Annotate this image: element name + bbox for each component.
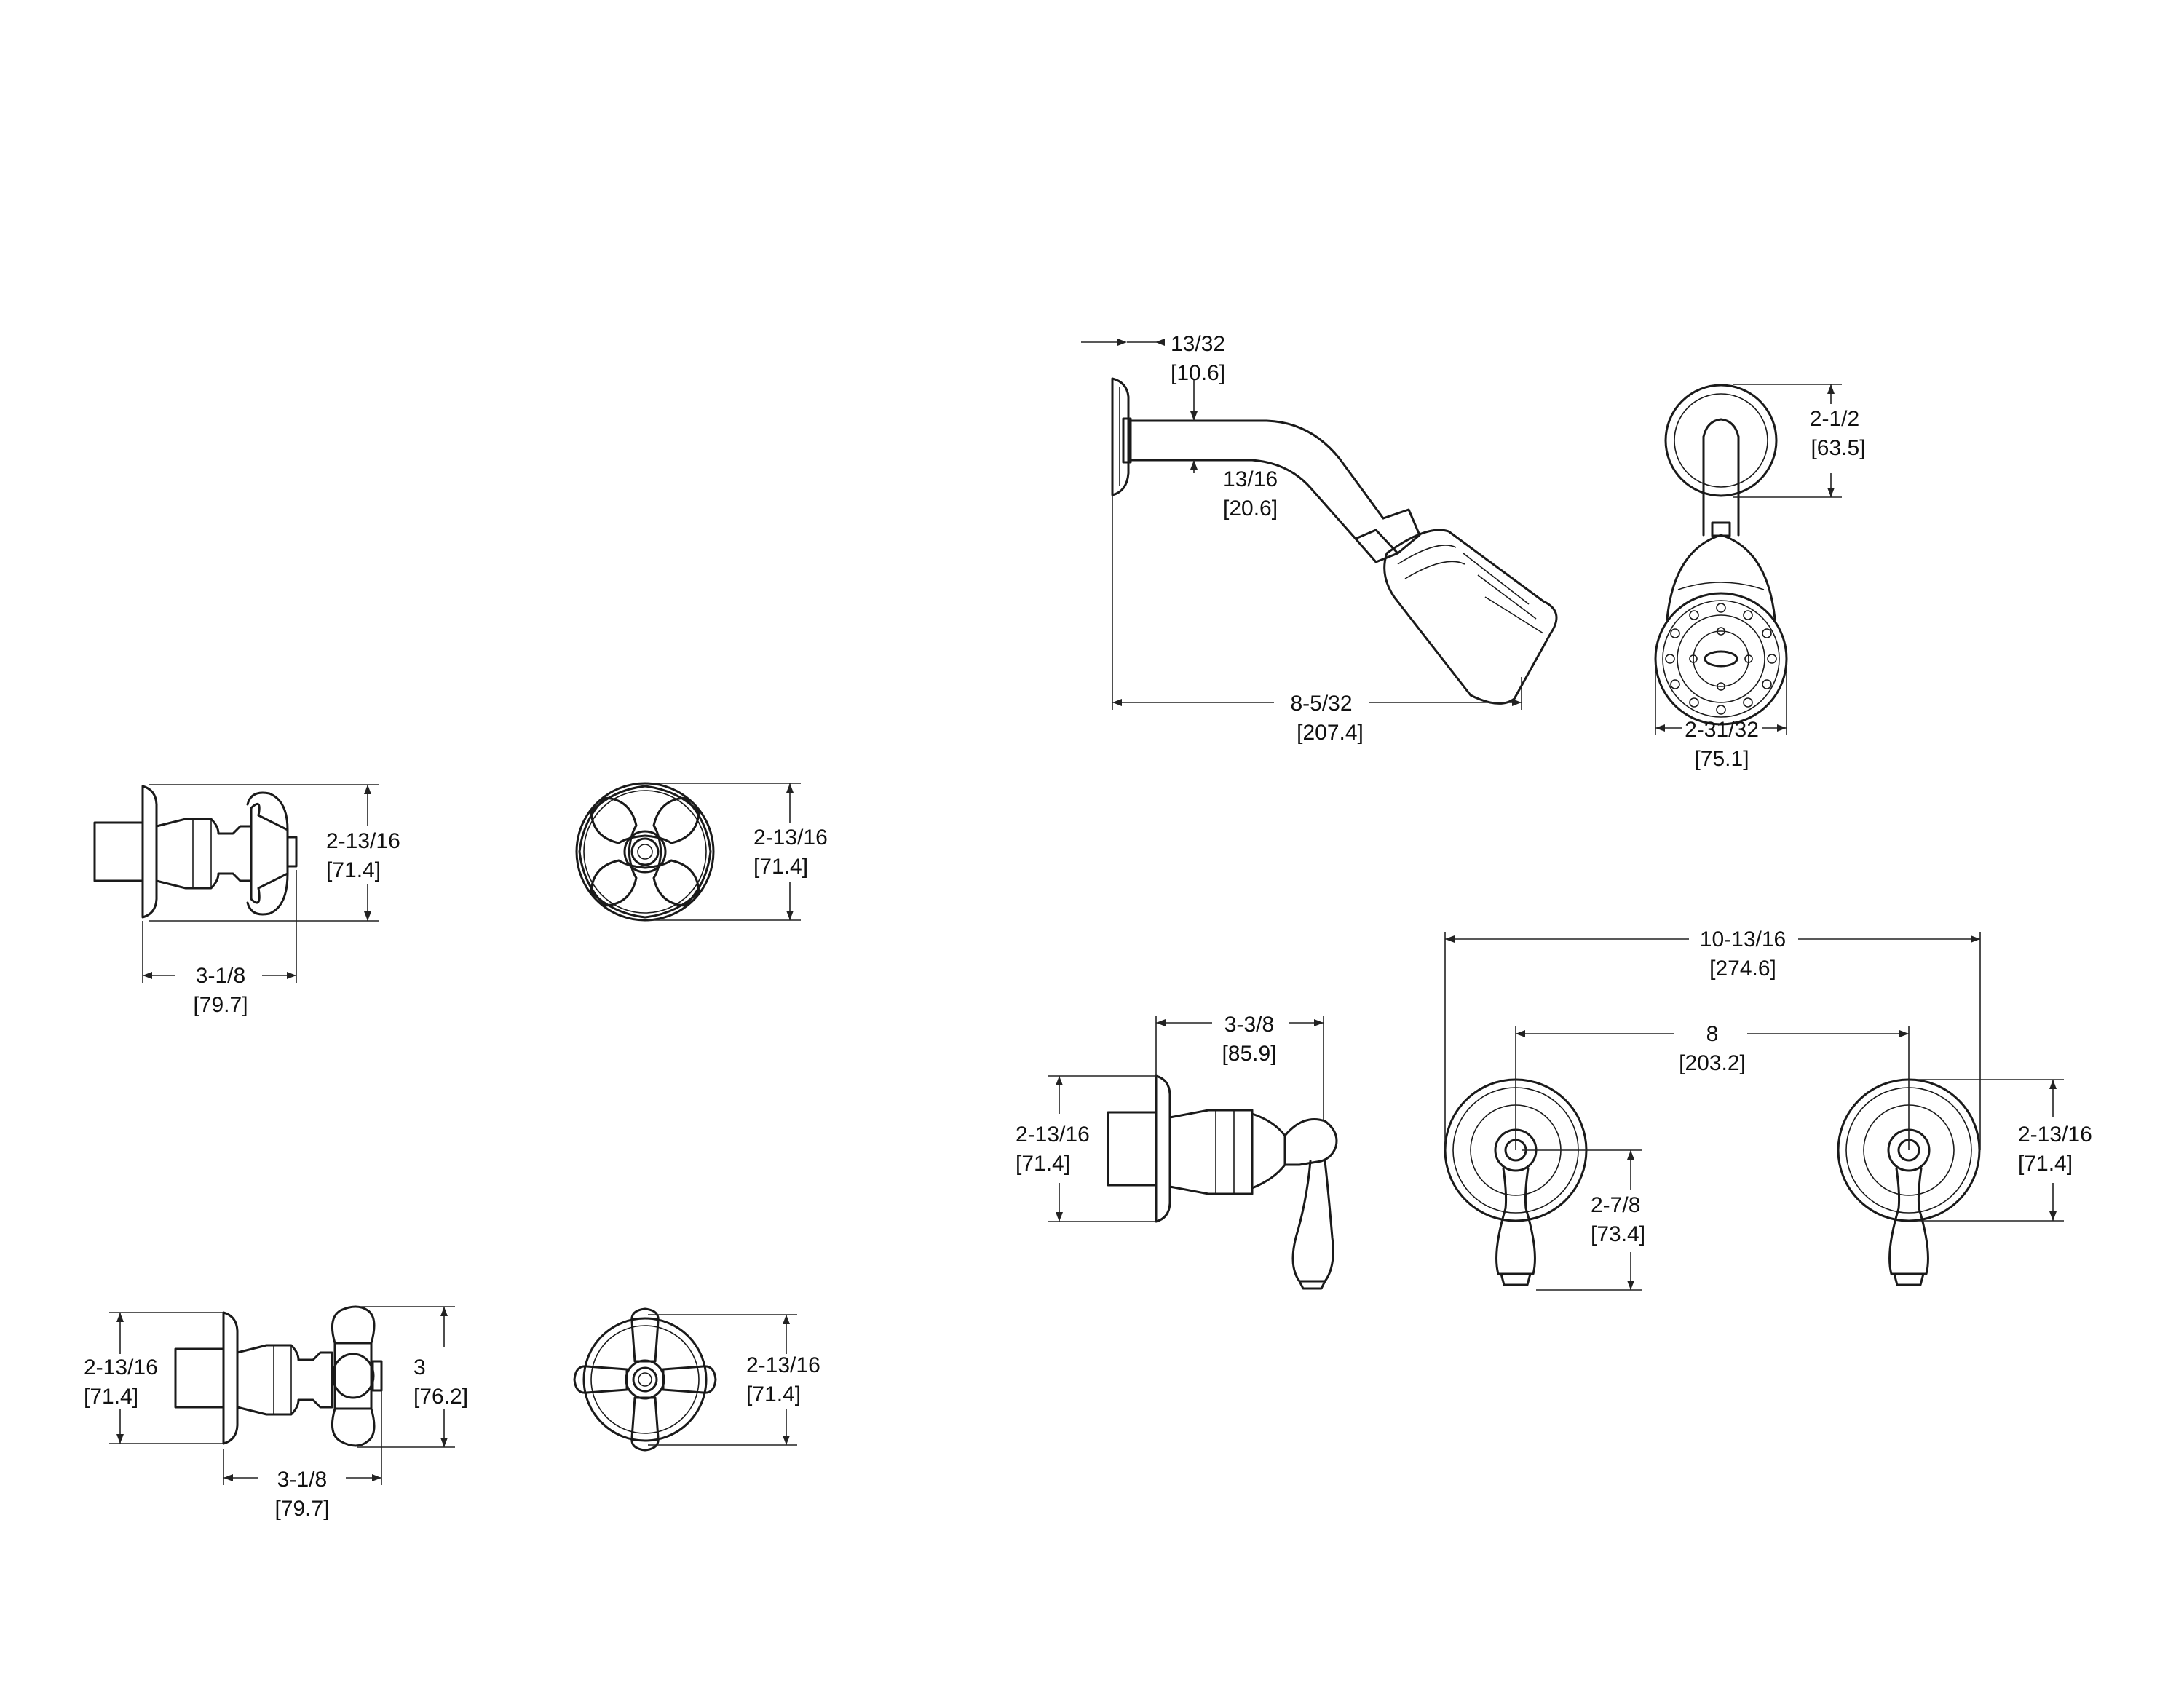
dim-arm-reach-metric: [207.4] <box>1297 721 1364 745</box>
dim-cross2-front-h-metric: [71.4] <box>746 1382 801 1406</box>
dimension-labels: 13/32 [10.6] 13/16 [20.6] 8-5/32 [207.4]… <box>84 332 2092 1521</box>
dim-cross2-side-w-metric: [79.7] <box>274 1497 329 1521</box>
dim-cross1-front-h-imperial: 2-13/16 <box>753 826 828 850</box>
dim-head-dia-metric: [75.1] <box>1694 747 1749 771</box>
spray-nozzles <box>1665 603 1777 715</box>
dim-escutcheon-h-imperial: 2-13/16 <box>2018 1123 2092 1147</box>
dim-lever-front-h-imperial: 2-7/8 <box>1591 1193 1640 1217</box>
dim-cross2-side-h-metric: [71.4] <box>84 1385 138 1409</box>
dim-cross1-side-h-imperial: 2-13/16 <box>326 829 400 853</box>
dim-arm-reach-imperial: 8-5/32 <box>1290 692 1352 716</box>
dim-arm-top-metric: [10.6] <box>1171 361 1225 385</box>
dim-cross2-front-h-imperial: 2-13/16 <box>746 1353 820 1377</box>
dim-cross2-side-h2-metric: [76.2] <box>414 1385 468 1409</box>
dim-cross2-side-w-imperial: 3-1/8 <box>277 1468 327 1492</box>
cross-handle-2-side-view <box>174 1305 383 1447</box>
dim-arm-dia-metric: [20.6] <box>1223 496 1278 521</box>
dim-arm-top-imperial: 13/32 <box>1171 332 1225 356</box>
dim-lever-side-h-imperial: 2-13/16 <box>1016 1123 1090 1147</box>
dim-escutcheon-h-metric: [71.4] <box>2018 1152 2073 1176</box>
dim-flange-height-metric: [63.5] <box>1811 436 1865 460</box>
dim-cross2-side-h2-imperial: 3 <box>414 1355 426 1380</box>
dim-center-spread-metric: [203.2] <box>1679 1051 1746 1075</box>
dim-lever-side-w-imperial: 3-3/8 <box>1224 1013 1274 1037</box>
dim-cross1-side-w-metric: [79.7] <box>193 993 248 1017</box>
cross-handle-1-side-view <box>93 785 298 919</box>
lever-handle-side-view <box>1107 1074 1338 1290</box>
dim-lever-front-h-metric: [73.4] <box>1591 1222 1645 1246</box>
dim-cross1-front-h-metric: [71.4] <box>753 855 808 879</box>
cross-handle-2-front-view <box>573 1307 717 1452</box>
dim-overall-spread-metric: [274.6] <box>1709 957 1776 981</box>
dim-lever-side-w-metric: [85.9] <box>1222 1042 1276 1066</box>
dim-overall-spread-imperial: 10-13/16 <box>1700 927 1786 951</box>
dim-cross1-side-h-metric: [71.4] <box>326 858 381 882</box>
dimension-lines <box>109 339 2064 1485</box>
dim-flange-height-imperial: 2-1/2 <box>1810 407 1859 431</box>
dim-cross2-side-h-imperial: 2-13/16 <box>84 1355 158 1380</box>
dim-arm-dia-imperial: 13/16 <box>1223 467 1278 491</box>
dim-cross1-side-w-imperial: 3-1/8 <box>196 964 245 988</box>
dim-lever-side-h-metric: [71.4] <box>1016 1152 1070 1176</box>
shower-head-front-view <box>1654 384 1788 726</box>
cross-handle-1-front-view <box>575 782 715 922</box>
dim-head-dia-imperial: 2-31/32 <box>1685 718 1759 742</box>
shower-arm-side-view <box>1111 377 1558 705</box>
dim-center-spread-imperial: 8 <box>1706 1022 1719 1046</box>
